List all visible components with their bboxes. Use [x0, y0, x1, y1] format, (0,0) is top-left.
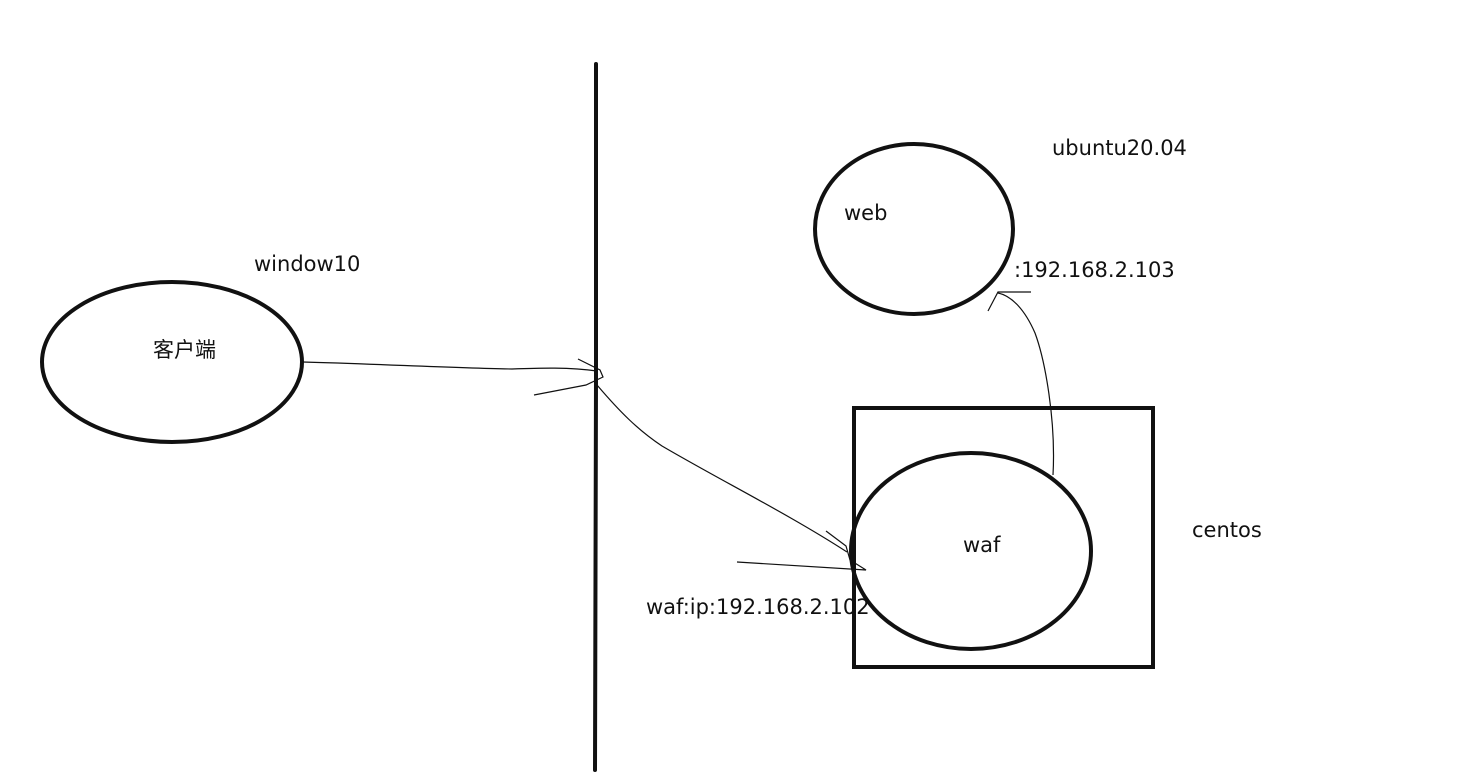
client-label: 客户端: [153, 338, 216, 362]
arrow-client-to-boundary-head: [533, 358, 604, 396]
web-ip-label: :192.168.2.103: [1014, 258, 1175, 282]
web-node: [813, 142, 1015, 316]
arrow-waf-to-web-head: [987, 291, 1031, 312]
arrow-waf-to-web: [997, 292, 1055, 476]
web-label: web: [844, 201, 887, 225]
waf-label: waf: [963, 533, 1001, 557]
arrow-client-to-boundary: [302, 361, 598, 372]
client-node: [40, 280, 304, 444]
web-os-label: ubuntu20.04: [1052, 136, 1187, 160]
arrow-boundary-to-waf: [596, 384, 848, 553]
waf-ip-label: waf:ip:192.168.2.102: [646, 595, 870, 619]
client-os-label: window10: [254, 252, 360, 276]
waf-node: [849, 451, 1093, 651]
arrow-boundary-to-waf-head: [736, 530, 867, 571]
network-divider-line: [593, 62, 598, 772]
waf-os-label: centos: [1192, 518, 1262, 542]
